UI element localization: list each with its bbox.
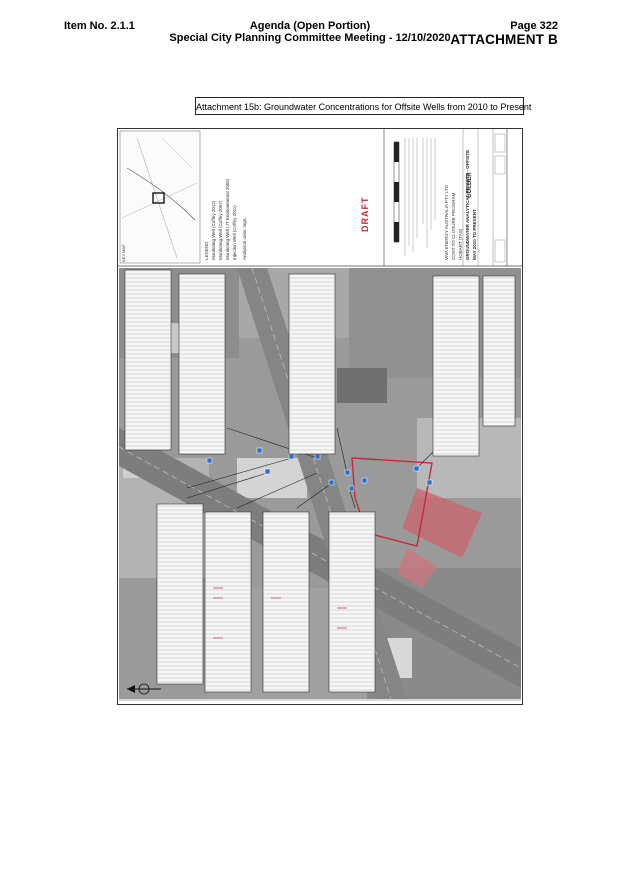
legend-note: Analytical units: mg/L <box>242 217 247 260</box>
data-table <box>432 275 480 457</box>
data-table <box>156 503 204 685</box>
data-tables <box>124 269 516 693</box>
key-map-site-marker <box>152 192 165 204</box>
project-line-2: HOBART (TAS) <box>458 228 463 260</box>
agenda-title: Agenda (Open Portion) <box>249 20 371 32</box>
client-name: VIVA ENERGY AUSTRALIA PTY LTD <box>444 185 449 260</box>
page-number: Page 322 <box>510 20 558 32</box>
drawing-title-2: MAY 2010 TO PRESENT <box>472 209 477 260</box>
key-map-label: KEY MAP <box>121 244 126 262</box>
attachment-label: ATTACHMENT B <box>450 32 558 47</box>
page-header: Page 322 ATTACHMENT B <box>450 20 558 48</box>
company-logo-text: GOLDER <box>467 172 473 198</box>
item-number: Item No. 2.1.1 <box>64 20 135 32</box>
title-block-text: VIVA ENERGY AUSTRALIA PTY LTD COST TO CL… <box>443 150 478 260</box>
north-arrow <box>127 683 161 695</box>
legend-item-3: Monitoring Well (JT Environmental 2005) <box>225 178 230 260</box>
data-table <box>482 275 516 427</box>
data-table <box>124 269 172 451</box>
data-table <box>178 273 226 455</box>
data-table <box>262 511 310 693</box>
title-block <box>118 129 522 267</box>
meeting-title: Special City Planning Committee Meeting … <box>169 32 451 44</box>
legend-item-1: Monitoring Well (Coffey 2012) <box>211 200 216 260</box>
data-table <box>204 511 252 693</box>
data-table <box>328 511 376 693</box>
data-table <box>288 273 336 455</box>
legend: LEGEND Monitoring Well (Coffey 2012) Mon… <box>203 179 248 260</box>
legend-item-2: Monitoring Well (Coffey 2007) <box>218 200 223 260</box>
project-line-1: COST TO CLOSURE PROGRAM <box>451 192 456 260</box>
draft-stamp: DRAFT <box>360 196 370 233</box>
drawing-title-1: GROUNDWATER ANALYTICAL RESULTS - OFFSITE <box>465 149 470 260</box>
key-map <box>119 130 201 264</box>
drawing-svg <box>117 128 523 705</box>
monitoring-wells <box>206 447 433 492</box>
legend-title: LEGEND <box>204 241 209 260</box>
site-boundary <box>351 457 433 547</box>
legend-item-4: Injection Well (Coffey 2011) <box>232 205 237 260</box>
drawing-sheet: KEY MAP LEGEND Monitoring Well (Coffey 2… <box>117 128 523 705</box>
agenda-header: Agenda (Open Portion) Special City Plann… <box>150 20 470 44</box>
attachment-caption: Attachment 15b: Groundwater Concentratio… <box>195 97 531 115</box>
